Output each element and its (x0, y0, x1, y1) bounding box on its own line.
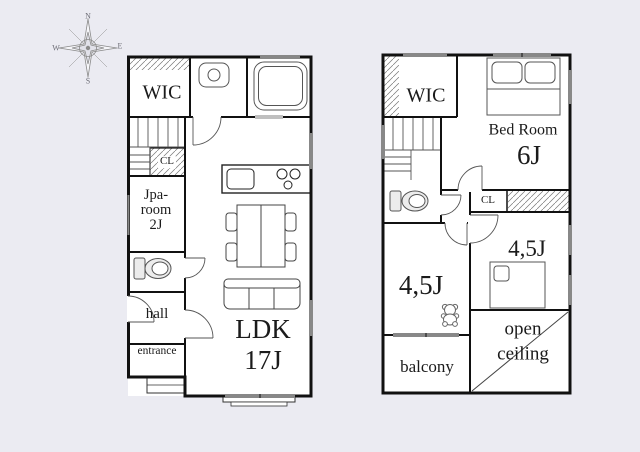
stairs-icon (128, 117, 185, 176)
kitchen-counter-icon (221, 164, 312, 194)
stairs-icon-2f (383, 117, 441, 180)
compass-label-south: S (85, 76, 91, 86)
room-label-ldk: LDK 17J (235, 313, 291, 375)
room-label-45j-right: 4,5J (508, 235, 546, 261)
open-ceiling-diagonal (471, 311, 569, 392)
floor1-drawing (127, 55, 313, 407)
washbasin-icon (198, 62, 230, 88)
floor-plan-2f: WIC Bed Room 6J CL 4,5J 4,5J balcony ope… (381, 53, 573, 397)
toilet-icon-2f (389, 190, 429, 212)
room-label-cl-2f: CL (478, 194, 498, 207)
compass-rose: N E S W (52, 11, 124, 86)
room-label-wic-2f: WIC (406, 84, 446, 107)
room-label-balcony: balcony (400, 357, 454, 377)
doors-2f (439, 165, 499, 246)
room-label-hall: hall (145, 306, 169, 323)
room-label-45j-left: 4,5J (398, 269, 444, 300)
closet-hatch-2f (508, 191, 569, 211)
toilet-icon (133, 257, 172, 280)
room-label-entrance: entrance (137, 344, 177, 357)
floor-plan-1f: WIC CL Jpa-room 2J hall entrance LDK 17J (127, 55, 317, 407)
room-label-wic-1f: WIC (142, 81, 182, 104)
doors (127, 115, 283, 339)
compass-label-west: W (52, 43, 60, 53)
dining-table-icon (225, 204, 297, 268)
sofa-icon (223, 278, 301, 310)
compass-label-north: N (85, 11, 91, 21)
double-bed-icon (486, 57, 561, 116)
windows (127, 55, 313, 398)
teddy-bear-icon (440, 303, 460, 327)
floor2-drawing (381, 53, 572, 395)
compass-label-east: E (117, 41, 123, 51)
wic-hatch-2f (384, 56, 399, 116)
bathtub-icon (253, 61, 308, 111)
room-label-bedroom-size: 6J (516, 139, 542, 170)
room-label-open-ceiling: open ceiling (497, 318, 549, 364)
windows-2f (381, 53, 572, 337)
room-label-cl-1f: CL (157, 155, 177, 168)
room-label-bedroom: Bed Room (488, 121, 558, 139)
wic-hatch (129, 58, 190, 70)
compass-icon (58, 18, 118, 78)
single-bed-icon (489, 261, 546, 309)
room-label-japanese-room: Jpa-room 2J (140, 187, 172, 234)
